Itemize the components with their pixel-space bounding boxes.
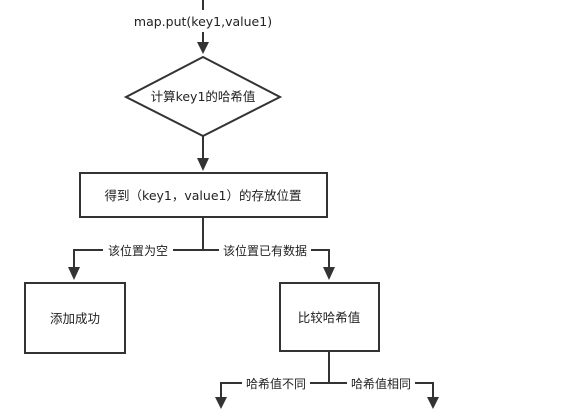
- arrowhead-decision-to-process: [197, 158, 209, 171]
- arrowhead-hash-diff: [215, 397, 227, 409]
- node-add-success: [24, 282, 126, 354]
- arrowhead-hash-same: [427, 397, 439, 409]
- branch-hash-same-label: 哈希值相同: [351, 376, 411, 391]
- node-add-success-label: 添加成功: [50, 311, 100, 326]
- branch-has-data-label: 该位置已有数据: [223, 243, 307, 258]
- process-get-position: [79, 172, 328, 218]
- arrowhead-call-to-decision: [197, 42, 209, 54]
- arrowhead-to-compare-hash: [323, 267, 335, 280]
- branch-empty-label: 该位置为空: [108, 243, 168, 258]
- branch-hash-diff-label: 哈希值不同: [246, 376, 306, 391]
- node-compare-hash-label: 比较哈希值: [298, 310, 361, 325]
- process-get-position-label: 得到（key1，value1）的存放位置: [105, 188, 302, 203]
- arrowhead-to-add-success: [68, 267, 80, 280]
- top-call-label: map.put(key1,value1): [134, 14, 272, 29]
- decision-compute-hash-label: 计算key1的哈希值: [151, 89, 256, 104]
